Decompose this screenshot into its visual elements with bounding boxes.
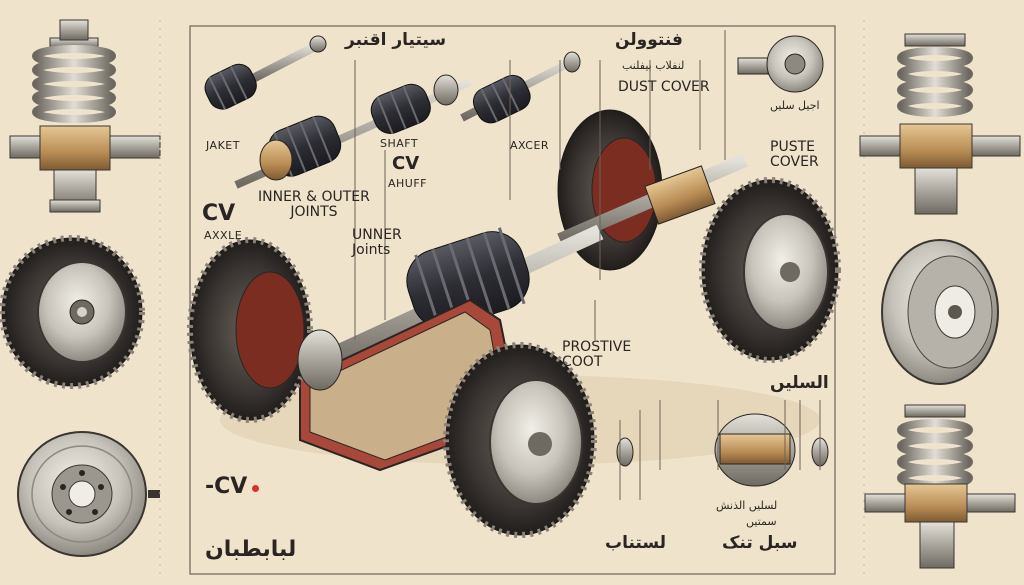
inner-outer-joints-label: INNER & OUTER JOINTS: [258, 189, 370, 220]
leader-lines: [354, 30, 821, 500]
differential-arabic: السلیں: [770, 373, 829, 393]
cv-axle-icon: [234, 74, 472, 189]
title-arabic: سیتیار اقنبر: [345, 30, 447, 50]
dust-cover-arabic: لنفلاب بیفلنب: [622, 59, 685, 72]
red-marker: [252, 485, 259, 492]
wheel-icon: [0, 235, 145, 389]
brake-disc-icon: [17, 431, 160, 557]
bottom-arabic-right: سبل تنک: [722, 533, 798, 553]
bottom-arabic-left: لبابطبان: [205, 537, 297, 562]
cv-bottom-label: -CV: [205, 474, 248, 499]
differential-icon: [612, 413, 830, 487]
axle-label: AXXLE: [204, 229, 243, 242]
arabic-note: اجیل سلیں: [770, 99, 820, 112]
coil-spring-icon: [859, 33, 1021, 215]
bottom-arabic-r2: سمتیں: [746, 515, 777, 528]
axcer-label: AXCER: [510, 139, 550, 152]
cv-label: CV: [392, 153, 420, 174]
ahuff-label: AHUFF: [388, 177, 428, 190]
wheel-hub-icon: [737, 35, 824, 93]
puste-cover-label: PUSTE COVER: [770, 139, 819, 170]
bottom-arabic-mid: لستناب: [605, 533, 667, 553]
bottom-arabic-r1: لسلیں الذنش: [716, 499, 778, 512]
coil-spring-icon: [9, 19, 161, 213]
center-frame: [189, 25, 836, 575]
chassis-assembly: [187, 109, 841, 538]
jaket-label: JAKET: [206, 139, 240, 152]
wheel-icon: [881, 239, 999, 385]
prostive-coot-label: PROSTIVE COOT: [562, 339, 632, 370]
coil-spring-icon: [864, 404, 1016, 569]
dust-cover-label: DUST COVER: [618, 79, 710, 95]
cv-axle-icon: [204, 35, 327, 110]
shaft-label: SHAFT: [380, 137, 419, 150]
cv-axle-icon: [460, 51, 581, 124]
cv-big-label: CV: [202, 201, 236, 226]
unner-joints-label: UNNER Joints: [352, 227, 402, 258]
title-arabic-right: فنتوولن: [615, 30, 683, 50]
